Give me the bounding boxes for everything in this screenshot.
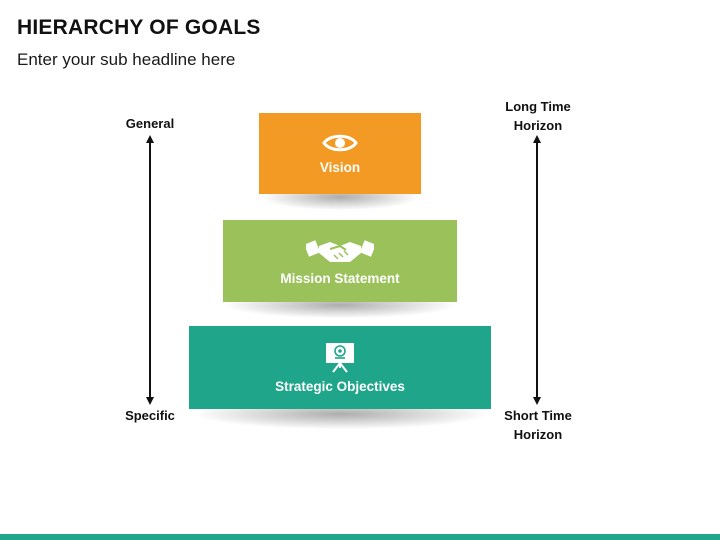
right-axis-bottom-label-line1: Short Time (504, 408, 572, 423)
tier-label-strategic-objectives: Strategic Objectives (275, 379, 405, 394)
right-axis-bottom-label: Short Time Horizon (496, 406, 580, 444)
tier-vision: Vision (259, 113, 421, 194)
right-axis-top-label: Long Time Horizon (498, 97, 578, 135)
eye-icon (322, 132, 358, 154)
tier-label-mission-statement: Mission Statement (280, 270, 400, 286)
right-axis-bottom-label-line2: Horizon (513, 427, 563, 442)
left-axis-bottom-label: Specific (125, 408, 175, 423)
left-axis-arrow (149, 141, 151, 399)
handshake-icon (306, 237, 374, 265)
page-subtitle: Enter your sub headline here (17, 50, 236, 69)
right-axis-top-label-line1: Long Time (505, 99, 571, 114)
right-axis-top-label-line2: Horizon (513, 118, 563, 133)
tier-label-vision: Vision (319, 160, 361, 175)
bottom-accent-bar (0, 534, 720, 540)
right-axis-arrow (536, 141, 538, 399)
tier-mission-statement: Mission Statement (223, 220, 457, 302)
left-axis-top-label: General (125, 116, 175, 131)
presentation-board-icon (323, 341, 357, 373)
page-title: HIERARCHY OF GOALS (17, 16, 261, 39)
tier-strategic-objectives: Strategic Objectives (189, 326, 491, 409)
